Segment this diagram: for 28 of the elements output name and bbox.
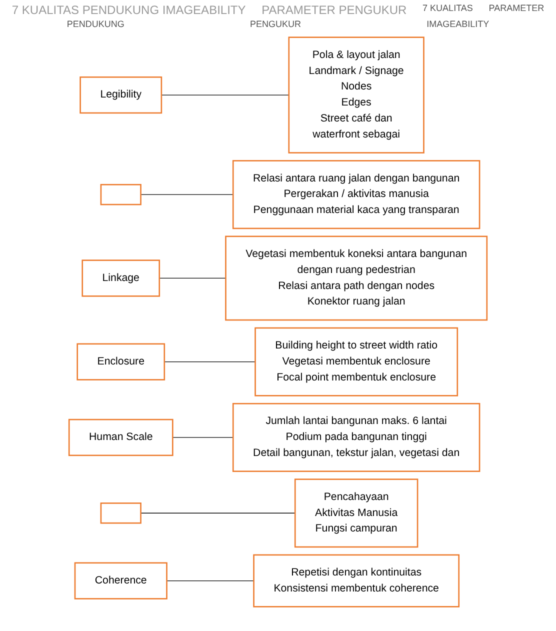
node-box: Building height to street width ratio Vegetasi membentuk enclosure Focal point membentuk enclosure	[254, 327, 458, 396]
node-box: Human Scale	[68, 418, 174, 456]
node-box	[100, 184, 142, 206]
node-box: Vegetasi membentuk koneksi antara bangunan dengan ruang pedestrian Relasi antara path dengan nodes Konektor ruang jalan	[225, 236, 488, 321]
column-heading: PARAMETER PENGUKUR	[262, 3, 407, 17]
node-box: Legibility	[80, 76, 162, 114]
connector	[140, 512, 296, 514]
heading-text: PARAMETER	[488, 3, 544, 15]
heading-text: IMAGEABILITY	[426, 19, 490, 29]
node-box: Relasi antara ruang jalan dengan bangunan Pergerakan / aktivitas manusia Penggunaan material kaca yang transparan	[232, 160, 480, 230]
connector	[161, 94, 290, 96]
connector	[164, 361, 256, 362]
column-heading: 7 KUALITAS PENDUKUNG IMAGEABILITY	[12, 3, 246, 17]
connector	[159, 278, 226, 279]
connector	[166, 580, 254, 582]
connector	[172, 437, 234, 438]
node-box: Pencahayaan Aktivitas Manusia Fungsi campuran	[294, 478, 418, 548]
node-box: Linkage	[82, 260, 160, 297]
heading-text: PENGUKUR	[250, 19, 301, 29]
node-box: Enclosure	[76, 343, 166, 380]
node-box: Jumlah lantai bangunan maks. 6 lantai Podium pada bangunan tinggi Detail bangunan, tekstur jalan, vegetasi dan	[232, 402, 480, 472]
heading-text: PENDUKUNG	[66, 19, 124, 29]
node-box	[100, 502, 142, 524]
heading-text: 7 KUALITAS	[422, 3, 473, 15]
node-box: Pola & layout jalan Landmark / Signage Nodes Edges Street café dan waterfront sebagai	[288, 36, 424, 154]
node-box: Repetisi dengan kontinuitas Konsistensi membentuk coherence	[253, 554, 460, 608]
node-box: Coherence	[74, 562, 168, 600]
connector	[140, 194, 234, 195]
